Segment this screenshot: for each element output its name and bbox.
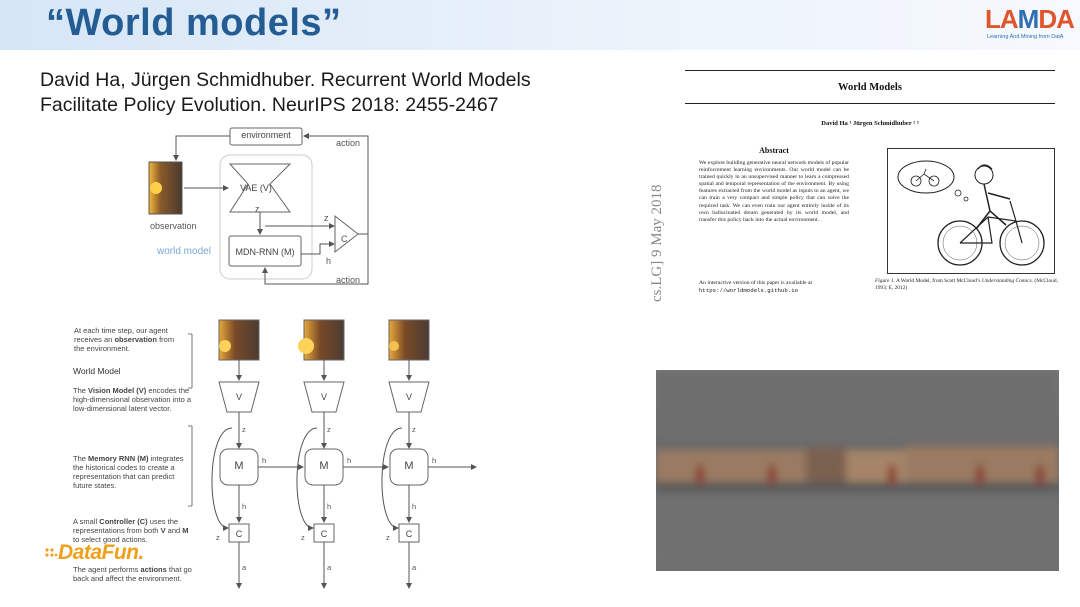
- citation-line-1: David Ha, Jürgen Schmidhuber. Recurrent …: [40, 69, 531, 91]
- h-down-label-2: h: [327, 502, 332, 511]
- mdn-rnn-label: MDN-RNN (M): [235, 247, 295, 257]
- controller-label: C: [341, 234, 348, 244]
- citation-line-2: Facilitate Policy Evolution. NeurIPS 201…: [40, 94, 499, 116]
- h-to-controller-arrow: [301, 241, 335, 255]
- z-side-label-1: z: [216, 533, 220, 542]
- z-side-label-3: z: [386, 533, 390, 542]
- vae-label: VAE (V): [240, 183, 272, 193]
- doom-game-frame: [656, 370, 1059, 571]
- lamda-logo: LAMDA Learning And Mining from DatA: [985, 4, 1075, 43]
- game-scene: [656, 370, 1059, 571]
- z-label-t3: z: [412, 425, 416, 434]
- v-label-3: V: [405, 392, 412, 402]
- environment-label: environment: [241, 130, 291, 140]
- z-label-2: z: [324, 213, 329, 223]
- vision-bracket: [188, 333, 193, 389]
- paper-title: World Models: [838, 82, 902, 93]
- a-label-1: a: [242, 563, 247, 572]
- action-bottom-arrow: [262, 234, 369, 285]
- world-model-label: world model: [157, 246, 211, 257]
- z-label-1: z: [255, 204, 260, 214]
- slide-header: [0, 0, 1080, 50]
- logo-subtitle: Learning And Mining from DatA: [987, 34, 1064, 40]
- v-label-2: V: [320, 392, 327, 402]
- paper-url: https://worldmodels.github.io: [699, 287, 798, 295]
- controller-description: A small Controller (C) uses the represen…: [73, 517, 189, 544]
- comic-figure: [887, 148, 1055, 274]
- datafun-dots-icon: [45, 548, 58, 557]
- world-model-frame: [219, 154, 313, 280]
- z-label-t1: z: [242, 425, 246, 434]
- cyclist-illustration: [897, 160, 1045, 266]
- paper-title-rule: [685, 103, 1055, 104]
- h-label-t2: h: [347, 456, 352, 465]
- paper-top-rule: [685, 70, 1055, 71]
- timestep-3: [381, 319, 430, 589]
- logo-text-da: DA: [1038, 4, 1075, 34]
- abstract-text: We explore building generative neural ne…: [699, 160, 849, 223]
- action-bottom-label: action: [336, 275, 361, 285]
- h-down-label-3: h: [412, 502, 417, 511]
- c-label-1: C: [235, 529, 243, 539]
- datafun-text: DataFun.: [58, 541, 144, 564]
- timestep-1: [211, 319, 260, 589]
- memory-bracket: [188, 425, 193, 507]
- m-label-1: M: [234, 460, 244, 472]
- action-top-arrow: [303, 133, 369, 235]
- citation: David Ha, Jürgen Schmidhuber. Recurrent …: [40, 68, 600, 118]
- timestep-2: [296, 319, 345, 589]
- h-down-label-1: h: [242, 502, 247, 511]
- m-label-2: M: [319, 460, 329, 472]
- slide-title: “World models”: [46, 2, 342, 44]
- logo-text-m: M: [1017, 4, 1040, 34]
- z-label-t2: z: [327, 425, 331, 434]
- memory-description: The Memory RNN (M) integrates the histor…: [73, 454, 184, 490]
- c-label-3: C: [405, 529, 413, 539]
- a-label-3: a: [412, 563, 417, 572]
- vae-shape: [228, 163, 292, 213]
- step-description: At each time step, our agent receives an…: [74, 326, 175, 353]
- action-top-label: action: [336, 138, 361, 148]
- controller-triangle: [334, 214, 359, 254]
- paper-excerpt: World Models David Ha ¹ Jürgen Schmidhub…: [649, 62, 1075, 362]
- world-model-heading: World Model: [73, 366, 121, 376]
- world-model-architecture-diagram: [148, 127, 369, 285]
- a-label-2: a: [327, 563, 332, 572]
- arxiv-stamp: cs.LG] 9 May 2018: [649, 184, 665, 302]
- c-label-2: C: [320, 529, 328, 539]
- z-side-label-2: z: [301, 533, 305, 542]
- h-label-t3: h: [432, 456, 437, 465]
- h-label-t1: h: [262, 456, 267, 465]
- figure-caption: Figure 1. A World Model, from Scott McCl…: [875, 278, 1058, 291]
- logo-text-la: LA: [985, 4, 1019, 34]
- observation-light: [150, 182, 162, 194]
- agent-description: The agent performs actions that go back …: [73, 565, 192, 583]
- env-to-obs-arrow: [173, 135, 230, 161]
- abstract-title: Abstract: [759, 146, 789, 155]
- paper-authors: David Ha ¹ Jürgen Schmidhuber ² ³: [821, 120, 919, 127]
- observation-label: observation: [150, 221, 197, 231]
- interactive-note: An interactive version of this paper is …: [699, 280, 813, 295]
- h-label: h: [326, 256, 332, 266]
- m-label-3: M: [404, 460, 414, 472]
- vision-description: The Vision Model (V) encodes the high-di…: [73, 386, 191, 413]
- datafun-watermark: DataFun.: [44, 541, 154, 565]
- v-label-1: V: [235, 392, 242, 402]
- mdn-rnn-box: [228, 235, 302, 267]
- rollout-diagram: [188, 319, 477, 589]
